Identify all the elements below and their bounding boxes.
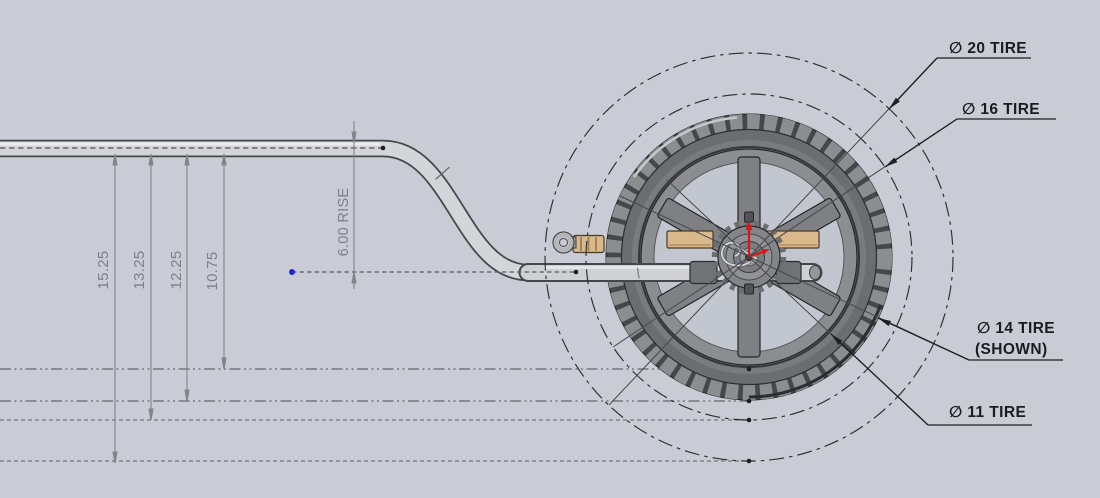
blue-reference-point bbox=[289, 269, 295, 275]
height-dimension-label-13-25: 13.25 bbox=[131, 250, 148, 290]
origin-triad bbox=[745, 221, 770, 259]
leader-14 bbox=[877, 317, 970, 361]
origin-axis-x-arrowhead bbox=[761, 249, 770, 255]
leader-16 bbox=[884, 118, 958, 168]
tire-shadow-arc bbox=[748, 304, 883, 399]
tow-eyelet-outline bbox=[552, 231, 575, 254]
dim-arrow bbox=[351, 271, 357, 284]
height-dimension-label-12-25: 12.25 bbox=[168, 250, 185, 290]
tire-callout-14-note: (SHOWN) bbox=[975, 341, 1048, 358]
tire-tread-lugs bbox=[606, 114, 892, 400]
tangent-point bbox=[380, 145, 386, 151]
bearing-collar-right bbox=[775, 260, 802, 285]
tangent-point bbox=[746, 417, 752, 423]
tow-arm-seam bbox=[435, 166, 450, 180]
dim-arrow bbox=[221, 357, 227, 370]
height-dimension-label-10-75: 10.75 bbox=[204, 251, 221, 291]
dim-arrow bbox=[184, 153, 190, 166]
tire-16-circle bbox=[585, 93, 913, 421]
tangent-point bbox=[746, 366, 752, 372]
reference-points bbox=[289, 145, 752, 464]
axle-tube-end-cap bbox=[809, 265, 821, 280]
tire-callout-11-label: ∅ 11 TIRE bbox=[949, 404, 1027, 421]
centerlines bbox=[0, 147, 576, 273]
hub-tab-bottom bbox=[744, 283, 754, 295]
tire-callout-16-label: ∅ 16 TIRE bbox=[962, 101, 1041, 118]
leader-11-arrowhead bbox=[831, 334, 843, 345]
tire-callout-14-label: ∅ 14 TIRE bbox=[977, 320, 1056, 337]
ground-reference-lines bbox=[0, 368, 749, 462]
leader-20-through bbox=[608, 57, 938, 406]
callout-leaders bbox=[608, 57, 1063, 426]
dim-arrow bbox=[351, 131, 357, 144]
hub-tab-top bbox=[744, 211, 754, 223]
tow-eyelet-ring bbox=[553, 232, 574, 253]
tire-highlight-arc bbox=[632, 116, 738, 178]
dimension-lines bbox=[112, 121, 357, 464]
dim-arrow bbox=[148, 408, 154, 421]
tangent-point bbox=[746, 458, 752, 464]
tire-callout-20-label: ∅ 20 TIRE bbox=[949, 40, 1028, 57]
tow-arm-body bbox=[0, 141, 535, 280]
leader-16-arrowhead bbox=[885, 157, 898, 167]
tangent-point bbox=[573, 269, 579, 275]
leader-11 bbox=[830, 333, 929, 426]
tire-11-circle bbox=[636, 144, 862, 370]
dim-arrow bbox=[112, 451, 118, 464]
tow-arm bbox=[0, 139, 537, 282]
dim-arrow bbox=[112, 153, 118, 166]
dim-arrow bbox=[221, 153, 227, 166]
leader-14-arrowhead bbox=[878, 318, 891, 327]
leader-20-arrowhead bbox=[889, 97, 900, 109]
tow-eyelet-hole bbox=[559, 238, 568, 247]
dim-arrow bbox=[184, 389, 190, 402]
height-dimension-label-15-25: 15.25 bbox=[95, 250, 112, 290]
hitch-coupler-ridges bbox=[580, 237, 597, 251]
origin-axis-x bbox=[748, 250, 765, 259]
rise-dimension-label: 6.00 RISE bbox=[336, 187, 352, 257]
origin-axis-y-arrowhead bbox=[745, 221, 753, 230]
tangent-point bbox=[746, 398, 752, 404]
dim-arrow bbox=[148, 153, 154, 166]
